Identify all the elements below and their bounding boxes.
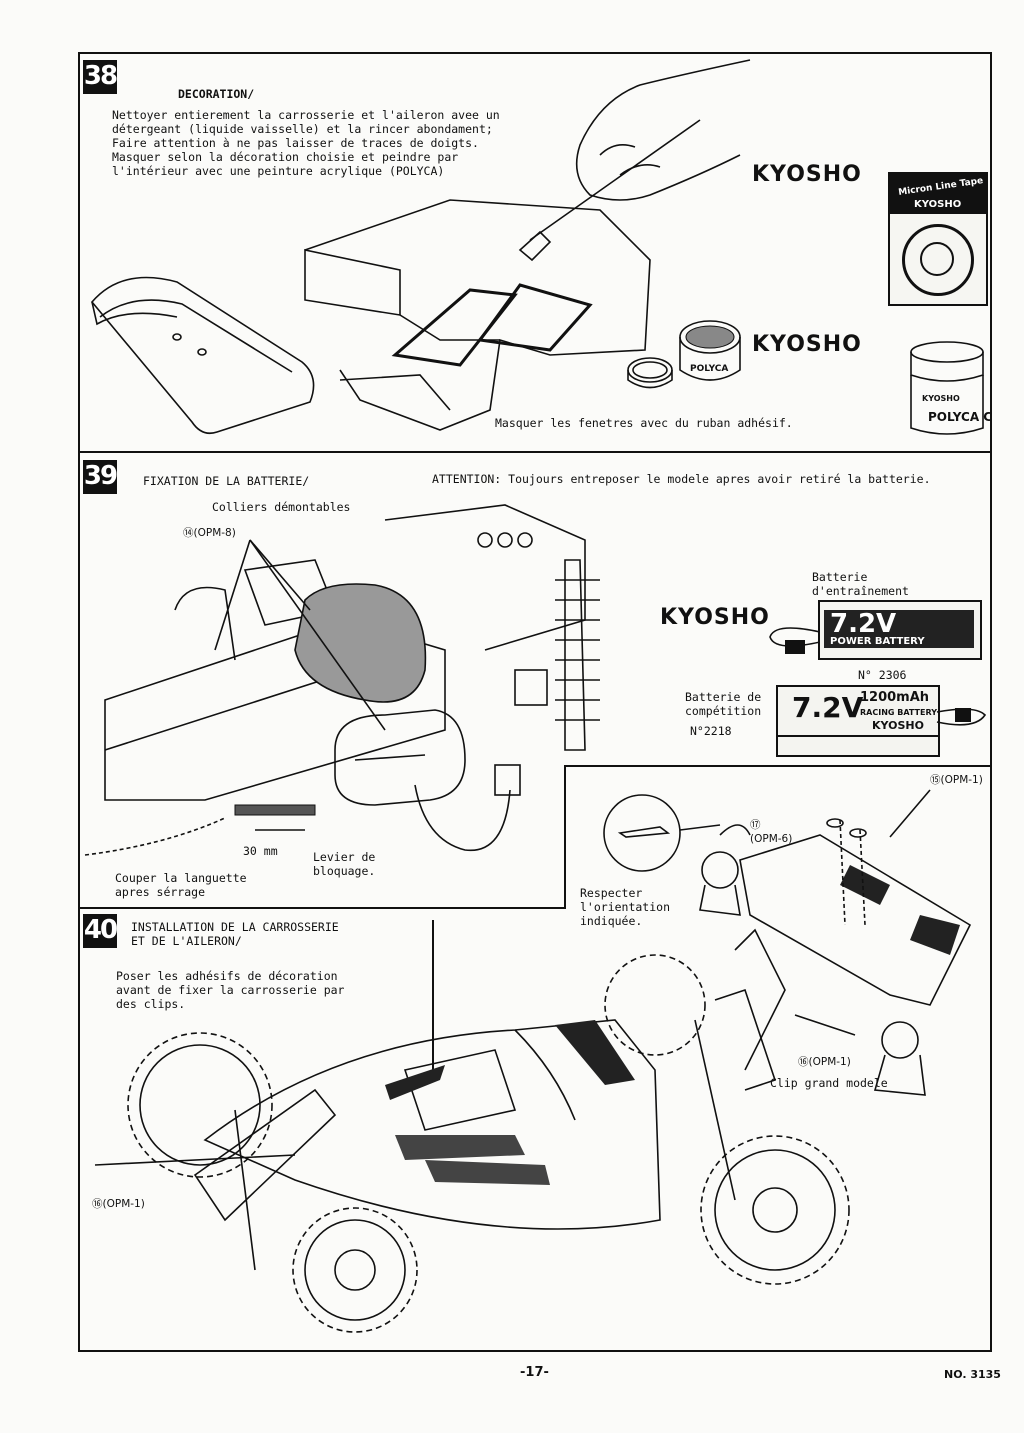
- leader-line: [432, 920, 434, 1080]
- levier-label: Levier de bloquage.: [313, 850, 376, 878]
- hand-illustration: [575, 59, 751, 201]
- battery1-number: N° 2306: [858, 668, 907, 682]
- kyosho-logo-3: KYOSHO: [660, 605, 770, 630]
- battery1-pack: 7.2V POWER BATTERY: [818, 600, 982, 660]
- step-39-title: FIXATION DE LA BATTERIE/: [143, 474, 310, 488]
- opm1-label-b: ⑯(OPM-1): [798, 1056, 851, 1068]
- divider-38-39: [78, 451, 992, 453]
- paint-jar-label: POLYCA C: [928, 410, 993, 424]
- step-40-body: Poser les adhésifs de décoration avant d…: [116, 969, 345, 1011]
- opm1-label-a: ⑮(OPM-1): [930, 774, 983, 786]
- opm1-label-c: ⑯(OPM-1): [92, 1198, 145, 1210]
- page-frame: [78, 52, 992, 1352]
- divider-inset: [564, 765, 992, 767]
- paint-tin-illustration: [627, 320, 741, 389]
- step-40-number: 40: [83, 914, 118, 948]
- battery2-number: N°2218: [690, 724, 732, 738]
- respecter-label: Respecter l'orientation indiquée.: [580, 886, 671, 928]
- tape-header: [890, 174, 986, 214]
- wing-mount-illustration: [603, 789, 972, 1006]
- wing-illustration: [90, 276, 315, 435]
- step-39-number: 39: [83, 460, 118, 494]
- clip-label: Clip grand modele: [770, 1076, 888, 1090]
- battery2-brand: KYOSHO: [872, 719, 924, 732]
- battery2-label: Batterie de compétition: [685, 690, 762, 718]
- colliers-label: Colliers démontables: [212, 500, 351, 514]
- couper-label: Couper la languette apres sérrage: [115, 871, 247, 899]
- buggy-illustration: [94, 928, 926, 1333]
- battery1-label: Batterie d'entraînement: [812, 570, 909, 598]
- page-number: -17-: [520, 1365, 549, 1380]
- mask-note: Masquer les fenetres avec du ruban adhés…: [495, 416, 793, 430]
- tape-brand: KYOSHO: [914, 199, 962, 210]
- step-38-body: Nettoyer entierement la carrosserie et l…: [112, 108, 500, 178]
- tape-roll: [902, 224, 974, 296]
- kyosho-logo-2: KYOSHO: [752, 332, 862, 357]
- step-40-title: INSTALLATION DE LA CARROSSERIE ET DE L'A…: [131, 920, 339, 948]
- dimension-30mm: 30 mm: [243, 844, 278, 858]
- tape-roll-inner: [920, 242, 954, 276]
- battery2-voltage: 7.2V: [792, 691, 864, 724]
- battery2-capacity: 1200mAh: [860, 690, 930, 705]
- battery2-subtitle: RACING BATTERY: [860, 708, 937, 717]
- step-38-title: DECORATION/: [178, 87, 255, 101]
- attention-note: ATTENTION: Toujours entreposer le modele…: [432, 472, 931, 486]
- battery1-subtitle: POWER BATTERY: [830, 636, 925, 647]
- battery2-connector: [936, 708, 987, 726]
- paint-jar-illustration: [910, 341, 984, 435]
- tape-package: Micron Line Tape KYOSHO: [888, 172, 988, 306]
- paint-jar-brand: KYOSHO: [922, 394, 960, 403]
- body-shell-illustration: [304, 119, 701, 431]
- divider-39-right: [564, 765, 566, 909]
- step-38-number: 38: [83, 60, 118, 94]
- battery2-pack: 7.2V 1200mAh RACING BATTERY KYOSHO: [776, 685, 940, 757]
- kyosho-logo-1: KYOSHO: [752, 162, 862, 187]
- battery1-voltage: 7.2V: [830, 609, 897, 639]
- opm8-label: ⑭(OPM-8): [183, 527, 236, 539]
- battery2-stripe: [778, 735, 938, 737]
- document-number: NO. 3135: [944, 1368, 1001, 1381]
- battery1-band: [824, 610, 974, 648]
- opm6-label: ⑰ (OPM-6): [750, 819, 793, 845]
- paint-tin-label: POLYCA: [690, 364, 729, 374]
- battery1-connector: [769, 627, 821, 654]
- chassis-battery-illustration: [84, 504, 600, 856]
- divider-39-40: [78, 907, 564, 909]
